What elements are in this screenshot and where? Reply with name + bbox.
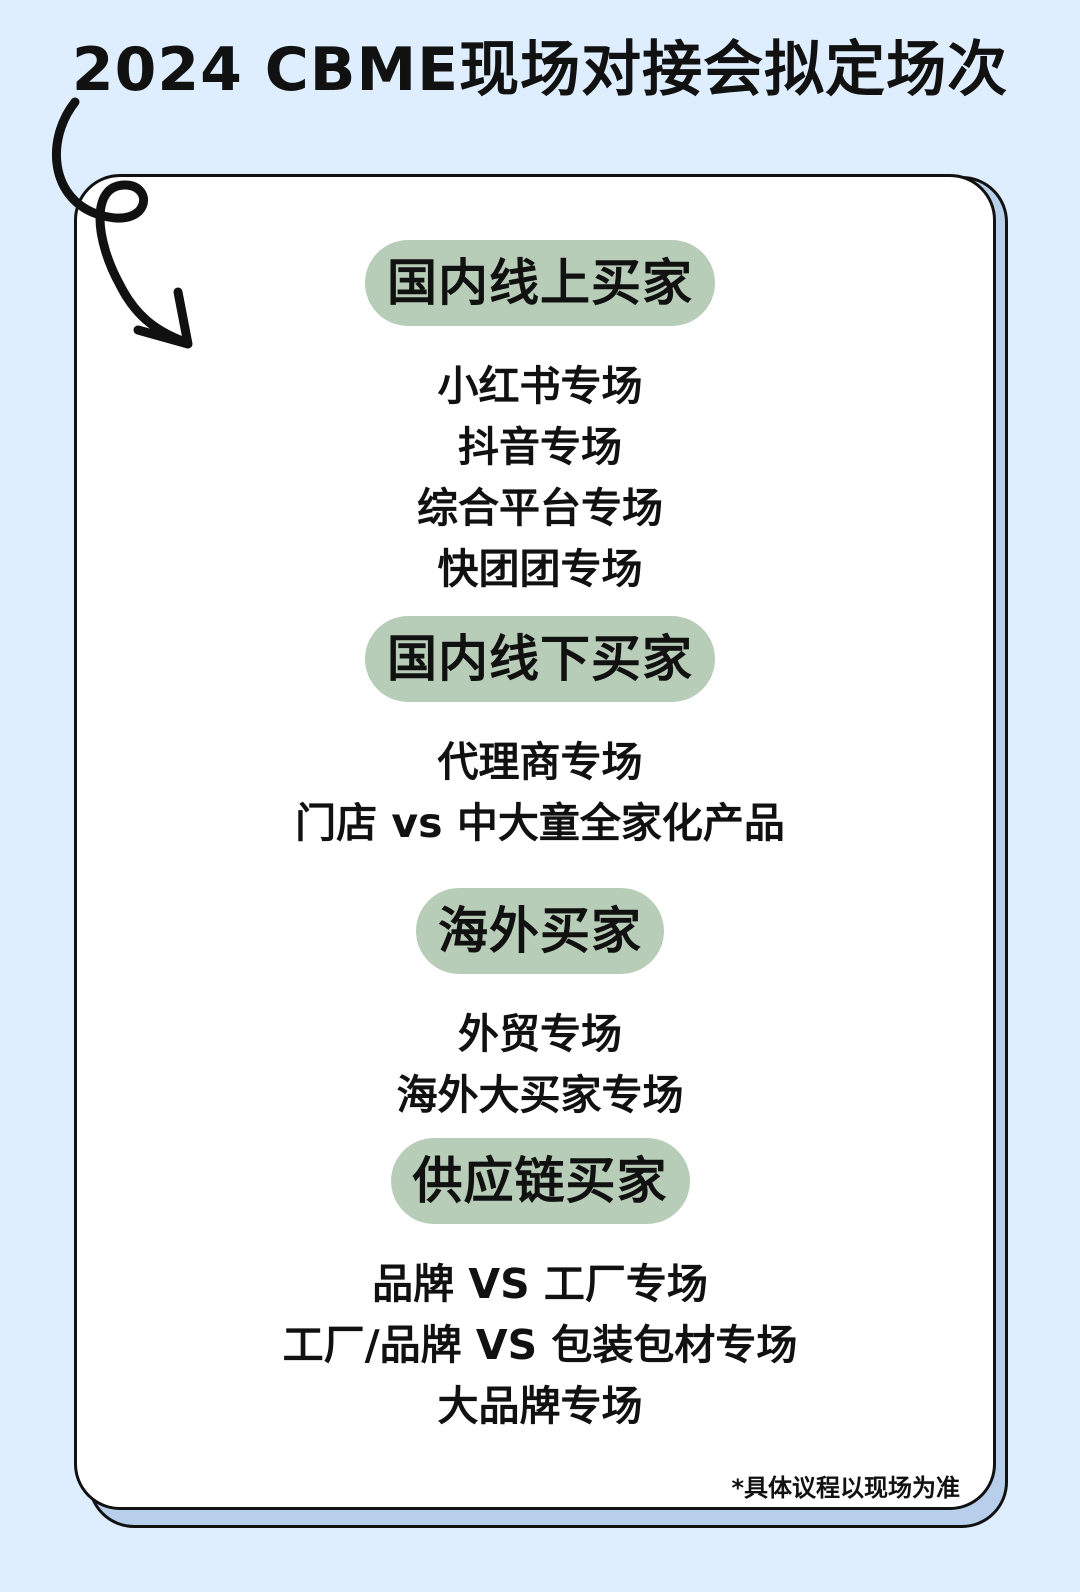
section-overseas-buyers: 海外买家 外贸专场 海外大买家专场 bbox=[0, 888, 1080, 1126]
footnote: *具体议程以现场为准 bbox=[731, 1474, 960, 1502]
page-title: 2024 CBME现场对接会拟定场次 bbox=[71, 35, 1009, 105]
session-item: 品牌 VS 工厂专场 bbox=[372, 1260, 708, 1308]
session-item: 快团团专场 bbox=[437, 545, 643, 593]
section-heading: 国内线下买家 bbox=[365, 616, 715, 702]
section-items: 代理商专场 门店 vs 中大童全家化产品 bbox=[0, 732, 1080, 854]
session-item: 大品牌专场 bbox=[437, 1382, 643, 1430]
session-item: 外贸专场 bbox=[458, 1010, 622, 1058]
content-card bbox=[74, 174, 996, 1510]
session-item: 门店 vs 中大童全家化产品 bbox=[295, 799, 785, 847]
session-item: 综合平台专场 bbox=[417, 484, 663, 532]
section-supply-chain-buyers: 供应链买家 品牌 VS 工厂专场 工厂/品牌 VS 包装包材专场 大品牌专场 bbox=[0, 1138, 1080, 1437]
section-online-buyers: 国内线上买家 小红书专场 抖音专场 综合平台专场 快团团专场 bbox=[0, 240, 1080, 600]
session-item: 代理商专场 bbox=[437, 738, 643, 786]
section-items: 小红书专场 抖音专场 综合平台专场 快团团专场 bbox=[0, 356, 1080, 600]
curly-arrow-icon bbox=[51, 97, 193, 349]
session-item: 工厂/品牌 VS 包装包材专场 bbox=[282, 1321, 798, 1369]
section-heading: 国内线上买家 bbox=[365, 240, 715, 326]
section-offline-buyers: 国内线下买家 代理商专场 门店 vs 中大童全家化产品 bbox=[0, 616, 1080, 854]
section-heading: 供应链买家 bbox=[390, 1138, 690, 1224]
section-items: 外贸专场 海外大买家专场 bbox=[0, 1004, 1080, 1126]
session-item: 小红书专场 bbox=[437, 362, 643, 410]
session-item: 抖音专场 bbox=[458, 423, 622, 471]
section-items: 品牌 VS 工厂专场 工厂/品牌 VS 包装包材专场 大品牌专场 bbox=[0, 1254, 1080, 1437]
section-heading: 海外买家 bbox=[416, 888, 664, 974]
session-item: 海外大买家专场 bbox=[396, 1071, 684, 1119]
